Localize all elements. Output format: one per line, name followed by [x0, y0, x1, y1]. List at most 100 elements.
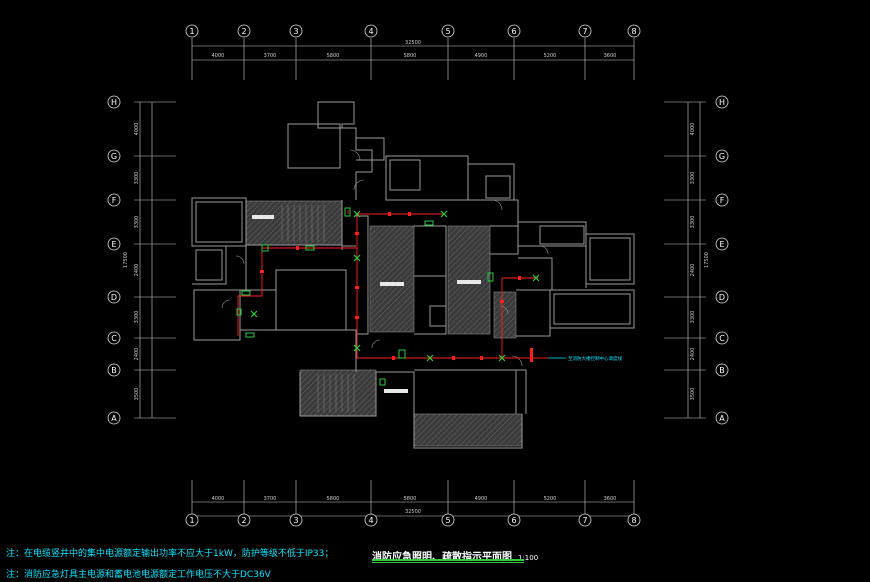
grid-col-label: 3: [293, 516, 298, 525]
wall-room-inner: [539, 225, 585, 245]
grid-col-label: 5: [445, 516, 450, 525]
emergency-light-fixture: [498, 354, 506, 362]
dimension-segment: 4900: [475, 53, 488, 59]
wall-segment: [414, 275, 447, 335]
dimension-segment: 4000: [134, 123, 140, 136]
dimension-total-right: 17500: [704, 252, 710, 268]
grid-row-label: F: [112, 196, 117, 205]
wall-room: [287, 123, 341, 169]
exit-sign: [245, 332, 255, 338]
grid-row-label: A: [111, 414, 117, 423]
hatch-tags: [252, 215, 481, 393]
dimension-total-top: 32500: [405, 40, 421, 46]
emergency-light-fixture: [532, 274, 540, 282]
dimension-segment: 3300: [690, 311, 696, 324]
grid-row-label: D: [719, 293, 725, 302]
dimension-segment: 3600: [604, 496, 617, 502]
dimension-segment: 4000: [212, 496, 225, 502]
wall-segment: [516, 369, 527, 414]
exit-sign: [487, 272, 494, 282]
wall-room: [385, 155, 469, 201]
grid-col-label: 2: [241, 27, 246, 36]
wall-segment: [414, 225, 447, 277]
grid-row-label: G: [111, 152, 117, 161]
grid-row-label: H: [111, 98, 117, 107]
grid-col-label: 2: [241, 516, 246, 525]
grid-row-label: A: [719, 414, 725, 423]
emergency-light-fixture: [353, 344, 361, 352]
note-voltage: 注：消防应急灯具主电源和蓄电池电源额定工作电压不大于DC36V: [6, 570, 271, 580]
wall-room-inner: [389, 159, 421, 191]
dimension-segment: 5800: [327, 496, 340, 502]
dimension-segment: 4900: [475, 496, 488, 502]
wall-segment: [356, 137, 385, 161]
emergency-light-fixture: [440, 210, 448, 218]
drawing-title: 消防应急照明、疏散指示平面图: [372, 552, 512, 563]
dimension-segment: 3700: [264, 496, 277, 502]
emergency-light-fixture: [250, 310, 258, 318]
grid-col-label: 6: [511, 516, 516, 525]
dimension-segment: 4000: [212, 53, 225, 59]
wall-segment: [300, 329, 357, 372]
grid-col-label: 1: [189, 27, 194, 36]
grid-row-label: B: [111, 366, 117, 375]
wall-segment: [341, 200, 356, 247]
exit-sign: [261, 244, 269, 252]
wall-segment: [413, 414, 523, 449]
wall-room-inner: [195, 249, 223, 281]
dimension-segment: 3300: [690, 172, 696, 185]
wall-room-inner: [429, 305, 447, 327]
dimension-segment: 3500: [690, 388, 696, 401]
dimension-segment: 2400: [134, 348, 140, 361]
circuit-line: [356, 214, 538, 359]
circuit-marks: [260, 212, 533, 362]
wall-room: [549, 289, 635, 329]
dimension-total-left: 17500: [123, 252, 129, 268]
dimension-total-bottom: 32500: [405, 509, 421, 515]
wall-room-inner: [485, 175, 511, 199]
grid-col-label: 5: [445, 27, 450, 36]
grid-col-label: 8: [631, 516, 636, 525]
exit-sign: [379, 378, 386, 386]
grid-col-label: 7: [582, 516, 587, 525]
row-ticks: [134, 101, 706, 419]
grid-col-label: 4: [368, 516, 373, 525]
dimension-segment: 3300: [134, 311, 140, 324]
dimension-segment: 2400: [134, 264, 140, 277]
exit-sign: [305, 245, 315, 251]
dimension-segment: 4000: [690, 123, 696, 136]
grid-row-label: B: [719, 366, 725, 375]
emergency-lights: [250, 210, 540, 362]
exit-sign: [398, 349, 406, 359]
dimension-segment: 3300: [134, 216, 140, 229]
wall-segment: [556, 245, 587, 288]
title-underline-thick: [372, 559, 524, 561]
wall-segment: [516, 289, 551, 337]
wall-segment: [356, 215, 369, 335]
emergency-light-fixture: [353, 254, 361, 262]
wall-room: [193, 289, 241, 341]
stair-treads: [281, 205, 355, 412]
grid-bubbles: [107, 24, 729, 527]
grid-row-label: E: [111, 240, 116, 249]
grid-row-label: C: [719, 334, 725, 343]
wall-segment: [192, 245, 227, 285]
grid-row-label: C: [111, 334, 117, 343]
wall-room-inner: [553, 293, 631, 325]
grid-col-label: 3: [293, 27, 298, 36]
wall-segment: [468, 163, 515, 201]
wall-room: [191, 197, 247, 247]
hatched-areas: [245, 200, 523, 447]
wall-segment: [340, 127, 373, 200]
hatch-right-small: [493, 291, 517, 339]
grid-row-label: D: [111, 293, 117, 302]
hatch-lower-right: [413, 413, 523, 447]
dispatch-line-label: 至消防大楼控制中心调度线: [568, 355, 622, 362]
exit-sign: [236, 308, 242, 316]
dimension-segment: 3500: [134, 388, 140, 401]
wall-segment: [414, 369, 517, 414]
wall-segment: [299, 372, 377, 417]
shaft-hatch-center: [369, 225, 415, 333]
